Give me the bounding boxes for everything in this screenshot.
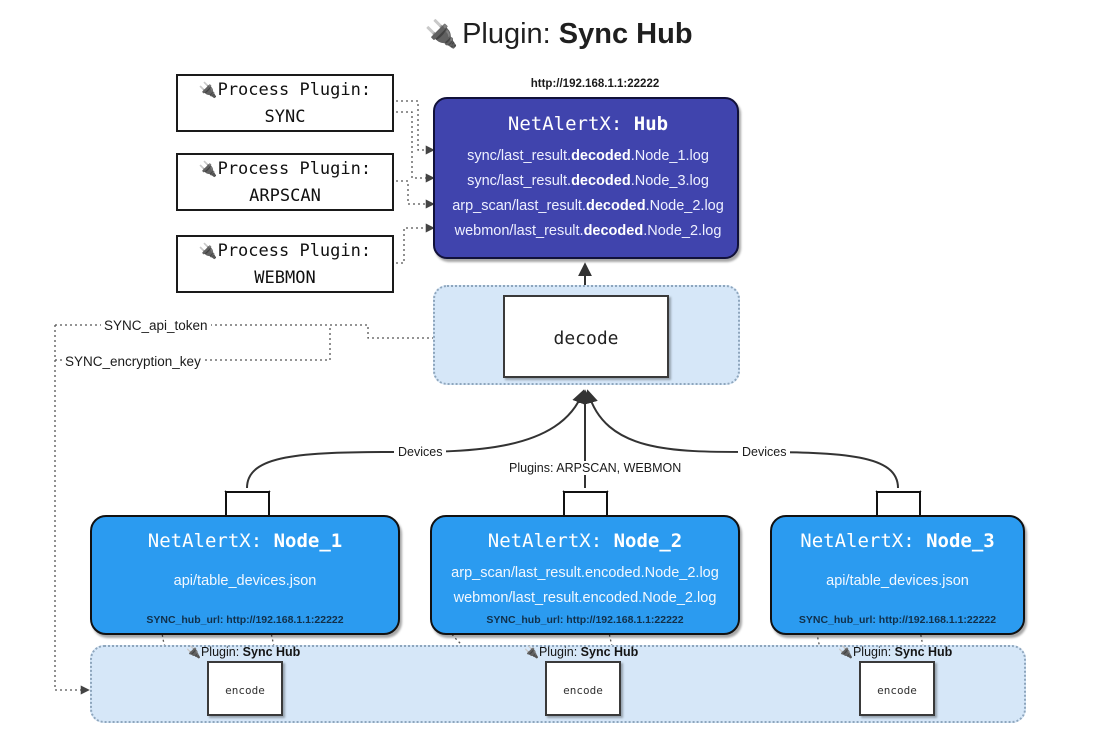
hub-log-line: arp_scan/last_result.decoded.Node_2.log [452,198,724,214]
node-resource-line: arp_scan/last_result.encoded.Node_2.log [451,565,719,581]
hub-node[interactable]: NetAlertX: Hub sync/last_result.decoded.… [433,97,739,259]
sync-encryption-key-label: SYNC_encryption_key [62,354,204,369]
plug-icon: 🔌 [838,645,853,659]
node-hub-url: SYNC_hub_url: http://192.168.1.1:22222 [486,614,684,626]
process-plugin-box-webmon[interactable]: 🔌Process Plugin: WEBMON [176,235,394,293]
node-hub-url: SYNC_hub_url: http://192.168.1.1:22222 [146,614,344,626]
process-plugin-heading: Process Plugin: [217,80,372,100]
band-plugin-label: 🔌Plugin: Sync Hub [838,645,953,659]
node-resource-line: api/table_devices.json [826,573,969,589]
band-plugin-label: 🔌Plugin: Sync Hub [524,645,639,659]
plug-icon: 🔌 [424,19,459,49]
node-box-node-1[interactable]: NetAlertX: Node_1 api/table_devices.json… [90,515,400,635]
process-plugin-label: ARPSCAN [249,186,321,206]
plug-icon: 🔌 [198,242,218,260]
process-plugin-box-arpscan[interactable]: 🔌Process Plugin: ARPSCAN [176,153,394,211]
plug-icon: 🔌 [186,645,201,659]
node-resource-line: webmon/last_result.encoded.Node_2.log [453,590,717,606]
node-hub-url: SYNC_hub_url: http://192.168.1.1:22222 [798,614,997,626]
edge-label-plugins: Plugins: ARPSCAN, WEBMON [505,461,686,475]
hub-app: NetAlertX: [507,113,623,135]
node-title: NetAlertX: Node_2 [487,530,683,552]
encode-label: encode [225,684,265,697]
process-plugin-box-sync[interactable]: 🔌Process Plugin: SYNC [176,74,394,132]
node-title: NetAlertX: Node_3 [800,530,995,552]
decode-label: decode [553,328,619,349]
process-plugin-heading: Process Plugin: [217,241,372,261]
hub-url-label: http://192.168.1.1:22222 [530,78,660,90]
page-title: 🔌Plugin: Sync Hub [0,18,1117,51]
node-box-node-3[interactable]: NetAlertX: Node_3 api/table_devices.json… [770,515,1025,635]
encode-box[interactable]: encode [207,661,283,716]
hub-log-line: webmon/last_result.decoded.Node_2.log [454,223,722,239]
hub-title: NetAlertX: Hub [435,113,741,135]
sync-api-token-label: SYNC_api_token [101,318,211,333]
title-prefix: Plugin: [462,18,551,50]
process-plugin-label: SYNC [264,107,306,127]
process-plugin-heading: Process Plugin: [217,159,372,179]
band-plugin-label: 🔌Plugin: Sync Hub [186,645,301,659]
decode-box[interactable]: decode [503,295,669,378]
node-box-node-2[interactable]: NetAlertX: Node_2 arp_scan/last_result.e… [430,515,740,635]
hub-log-line: sync/last_result.decoded.Node_3.log [467,173,709,189]
node-resource-line: api/table_devices.json [173,573,317,589]
node-title: NetAlertX: Node_1 [147,530,343,552]
encode-label: encode [877,684,917,697]
edge-label-devices-left: Devices [394,445,447,459]
process-plugin-label: WEBMON [254,268,316,288]
plug-icon: 🔌 [198,81,218,99]
hub-name: Hub [633,113,669,135]
encode-label: encode [563,684,603,697]
title-name: Sync Hub [558,18,693,50]
encode-box[interactable]: encode [859,661,935,716]
plug-icon: 🔌 [524,645,539,659]
hub-log-line: sync/last_result.decoded.Node_1.log [467,148,709,164]
encode-box[interactable]: encode [545,661,621,716]
edge-label-devices-right: Devices [738,445,791,459]
plug-icon: 🔌 [198,160,218,178]
